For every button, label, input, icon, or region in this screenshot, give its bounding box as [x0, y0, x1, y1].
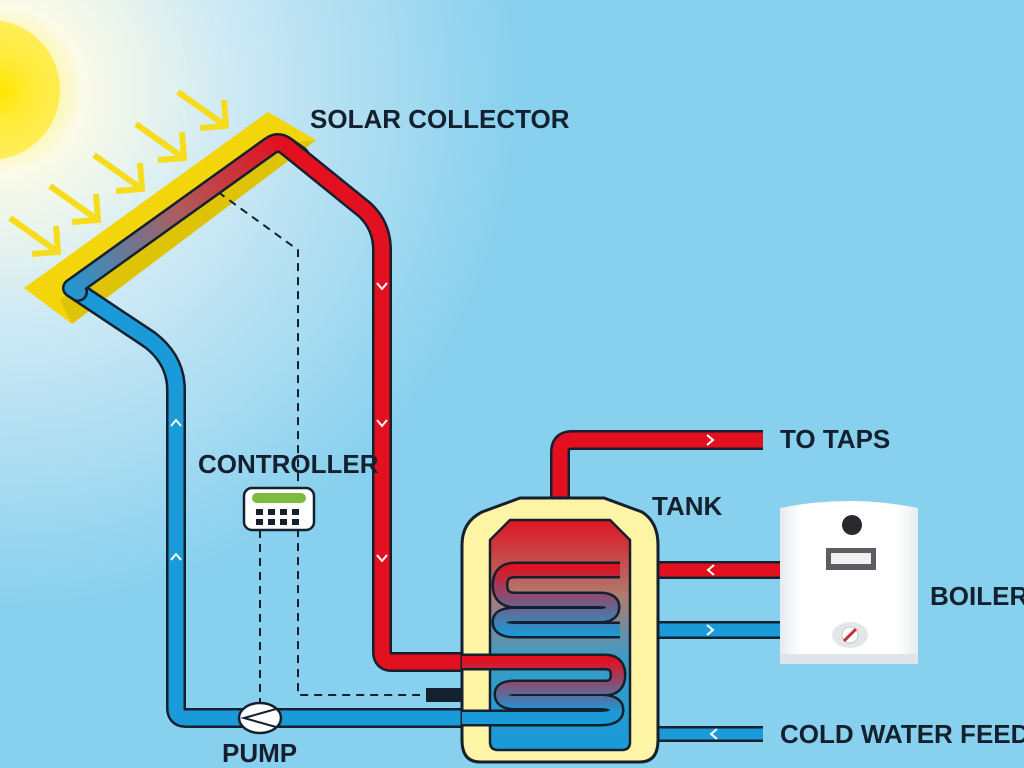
label-solar-collector: SOLAR COLLECTOR — [310, 104, 570, 134]
tank[interactable] — [460, 496, 660, 764]
boiler-body — [780, 501, 918, 664]
hot-flow-pipe — [281, 140, 505, 670]
controller-keypad — [256, 509, 299, 525]
label-pump: PUMP — [222, 738, 297, 768]
temperature-sensor — [426, 688, 462, 702]
sun-ray-arrow-icon — [92, 152, 146, 194]
flow-down-icon — [376, 282, 388, 291]
pump[interactable] — [237, 701, 283, 735]
sun-icon — [0, 20, 60, 160]
boiler-heat-exchanger-coil — [494, 564, 620, 636]
sun-ray-arrow-icon — [134, 121, 188, 163]
boiler[interactable] — [780, 501, 918, 664]
flow-down-icon — [376, 419, 388, 428]
sun-ray-arrow-icon — [176, 89, 230, 131]
label-to-taps: TO TAPS — [780, 424, 890, 454]
boiler-indicator-light-icon — [842, 515, 862, 535]
flow-up-icon — [170, 552, 182, 561]
control-wires — [217, 191, 420, 710]
collector-absorber-pipe — [64, 135, 308, 300]
flow-up-icon — [170, 418, 182, 427]
controller[interactable] — [242, 486, 316, 532]
flow-right-icon — [706, 624, 715, 636]
sun-ray-arrow-icon — [8, 215, 62, 257]
flow-markers — [170, 282, 388, 563]
sun-ray-arrow-icon — [48, 183, 102, 225]
to-taps-pipe — [552, 432, 763, 500]
sun-rays — [8, 89, 230, 257]
cold-return-pipe — [73, 285, 245, 726]
flow-down-icon — [376, 554, 388, 563]
label-controller: CONTROLLER — [198, 449, 379, 479]
label-tank: TANK — [652, 491, 723, 521]
solar-heat-exchanger-coil — [462, 656, 624, 724]
flow-left-icon — [709, 728, 718, 740]
flow-left-icon — [706, 564, 715, 576]
controller-screen — [252, 493, 306, 503]
flow-right-icon — [706, 434, 715, 446]
label-boiler: BOILER — [930, 581, 1024, 611]
label-cold-water-feed: COLD WATER FEED — [780, 719, 1024, 749]
